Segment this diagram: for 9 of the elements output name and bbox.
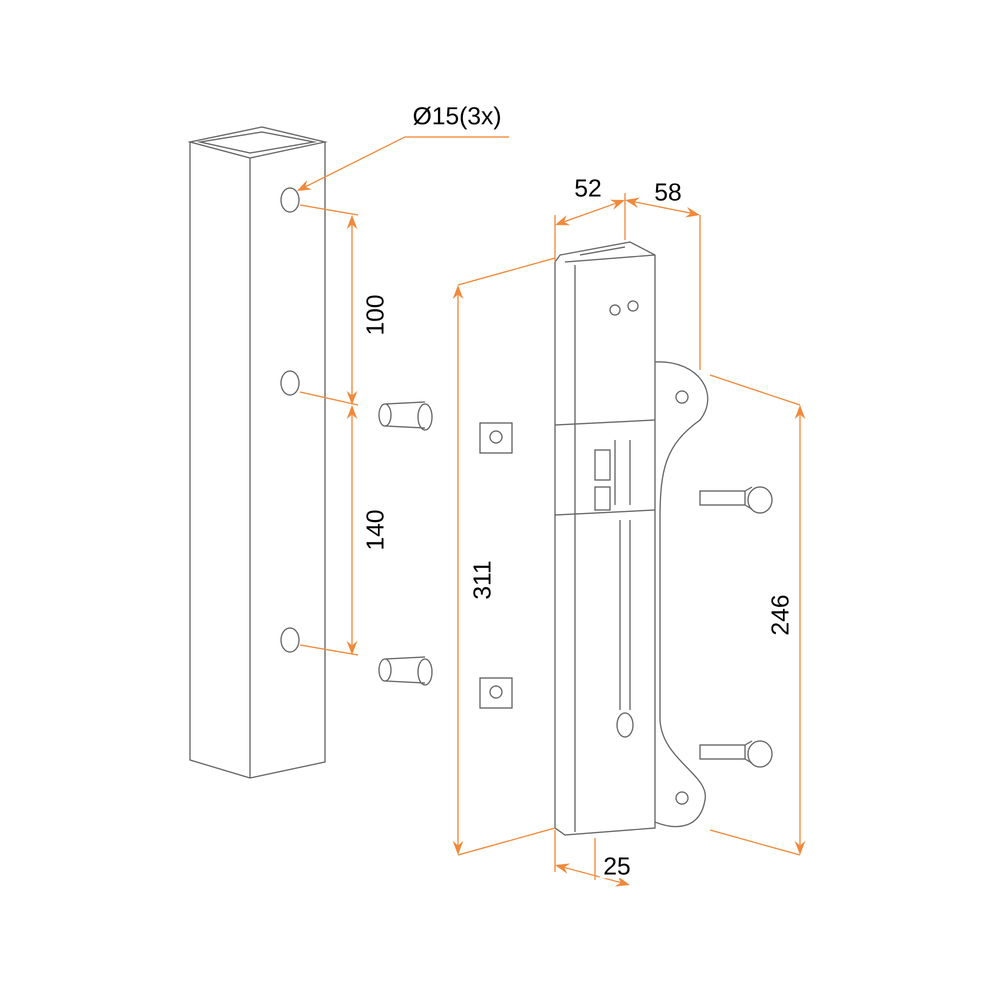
dimension-label: 100 (362, 290, 388, 340)
callout-text: Ø15(3x) (413, 106, 500, 130)
dimension-label: 140 (362, 506, 388, 554)
dimension-label: 58 (650, 180, 686, 204)
dimension-label: 25 (600, 854, 634, 878)
dimension-label: 52 (570, 176, 606, 200)
dimension-label: 311 (470, 556, 494, 604)
mounting-hole (280, 187, 300, 213)
dimension-label: 246 (768, 590, 792, 640)
